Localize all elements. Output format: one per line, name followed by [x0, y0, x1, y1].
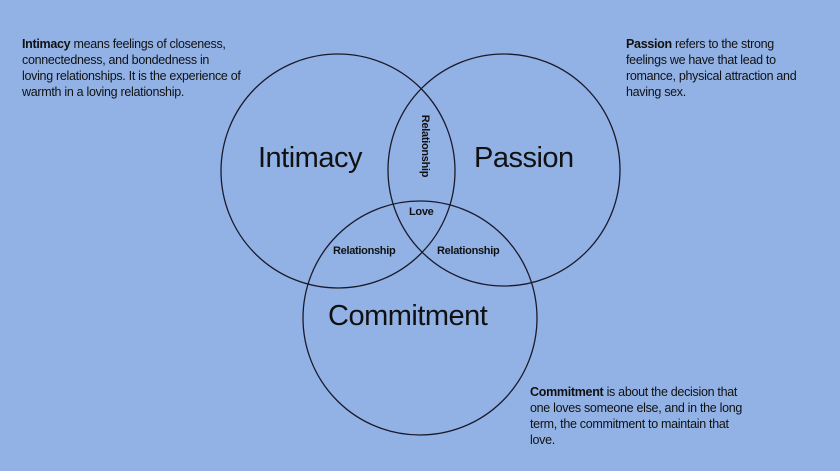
- intimacy-commitment-label: Relationship: [333, 245, 396, 257]
- intimacy-label: Intimacy: [258, 142, 362, 174]
- commitment-note: Commitment is about the decision that on…: [530, 385, 743, 447]
- commitment-label: Commitment: [328, 300, 488, 332]
- passion-circle: [387, 53, 621, 287]
- intimacy-passion-label: Relationship: [419, 114, 431, 178]
- intimacy-note: Intimacy means feelings of closeness, co…: [22, 37, 241, 99]
- passion-label: Passion: [474, 142, 574, 174]
- love-label: Love: [409, 206, 434, 218]
- passion-note: Passion refers to the strong feelings we…: [626, 37, 797, 99]
- intimacy-circle: [220, 53, 456, 289]
- commitment-circle: [302, 200, 538, 436]
- passion-commitment-label: Relationship: [437, 245, 500, 257]
